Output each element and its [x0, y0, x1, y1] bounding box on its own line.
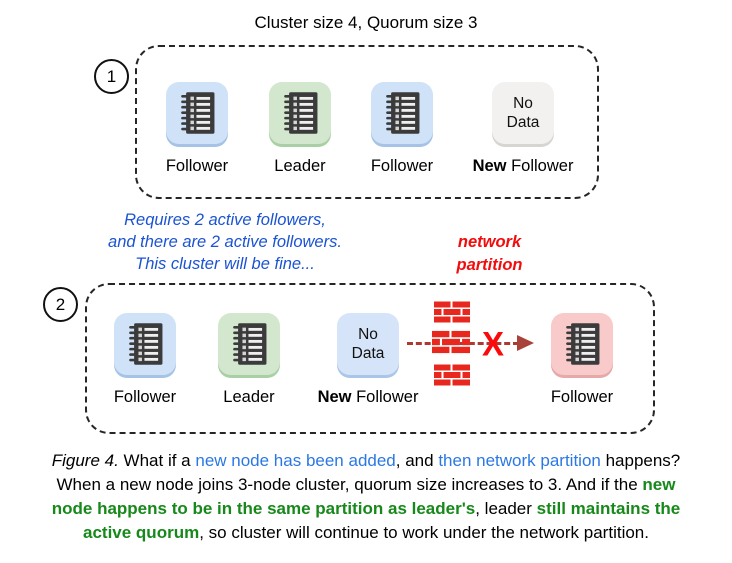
x-mark-icon: X: [481, 324, 504, 363]
no-data-text: No Data: [351, 326, 385, 362]
notebook-icon: [218, 313, 280, 375]
caption-figure-number: Figure 4.: [51, 451, 119, 470]
node-label: Leader: [223, 388, 275, 406]
brick-wall-icon: [434, 301, 470, 323]
node-new-follower: No Data New Follower: [458, 82, 588, 176]
notebook-icon: [551, 313, 613, 375]
node-label: Follower: [113, 388, 177, 406]
notebook-icon: [166, 82, 228, 144]
notebook-icon: [114, 313, 176, 375]
notebook-icon: [269, 82, 331, 144]
node-follower-1: Follower: [132, 82, 262, 176]
no-data-box: No Data: [492, 82, 554, 144]
node-follower-1: Follower: [80, 313, 210, 407]
no-data-box: No Data: [337, 313, 399, 375]
network-partition-label: network partition: [456, 233, 523, 274]
node-leader: Leader: [184, 313, 314, 407]
step-2-badge: 2: [43, 287, 78, 322]
step-1-badge: 1: [94, 59, 129, 94]
node-follower-2: Follower: [337, 82, 467, 176]
node-leader: Leader: [235, 82, 365, 176]
arrow-head-icon: [517, 335, 534, 351]
cluster-panel-1: Follower Leader Follower No Data New Fol…: [135, 45, 599, 199]
node-label: Follower: [165, 157, 229, 175]
figure-caption: Figure 4. What if a new node has been ad…: [51, 451, 681, 542]
cluster-panel-2: Follower Leader No Data New Follower X: [85, 283, 655, 434]
quorum-annotation: Requires 2 active followers, and there a…: [108, 211, 342, 273]
brick-wall-icon: [434, 364, 470, 386]
node-label: Leader: [274, 157, 326, 175]
node-new-follower: No Data New Follower: [303, 313, 433, 407]
no-data-text: No Data: [506, 95, 540, 131]
caption-highlight-blue: then network partition: [438, 451, 601, 470]
node-label: New Follower: [317, 388, 419, 406]
brick-wall-icon: [432, 328, 470, 356]
node-label: Follower: [370, 157, 434, 175]
node-label: Follower: [550, 388, 614, 406]
node-partitioned-follower: Follower: [517, 313, 647, 407]
diagram-title: Cluster size 4, Quorum size 3: [254, 13, 478, 32]
node-label: New Follower: [472, 157, 574, 175]
caption-highlight-blue: new node has been added: [195, 451, 396, 470]
notebook-icon: [371, 82, 433, 144]
caption-highlight-green: still maintains the active quorum: [83, 499, 681, 542]
caption-highlight-green: new node happens to be in the same parti…: [51, 475, 676, 518]
